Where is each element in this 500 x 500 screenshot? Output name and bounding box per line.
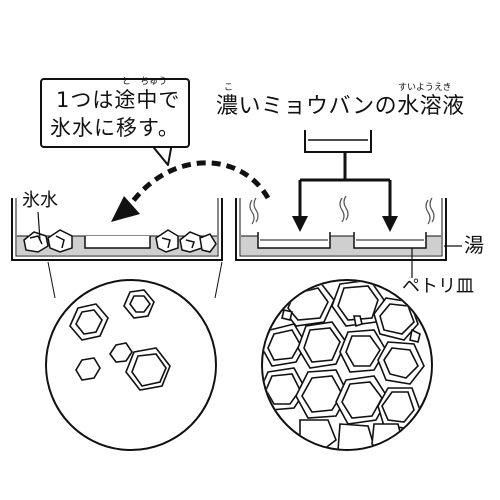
right-magnified-view — [261, 279, 433, 451]
small-crystal-mass — [263, 281, 425, 449]
steam-wisps — [249, 195, 435, 225]
solution-container — [304, 130, 372, 153]
callout-ruby-to: と — [122, 77, 132, 87]
ice-water-leader — [37, 211, 41, 241]
callout-tail — [149, 142, 173, 166]
petri-dish-left — [84, 236, 151, 249]
callout-ruby-chuu: ちゅう — [140, 77, 168, 87]
left-magnified-view — [45, 279, 217, 451]
left-magnifier-connector-a — [47, 261, 56, 299]
ice-water-label: 氷水 — [22, 190, 58, 211]
transfer-arrow-head — [111, 196, 140, 222]
solution-ruby-suiyoueki: すいようえき — [398, 83, 452, 93]
pour-branch-arrows — [298, 152, 392, 220]
callout-line-1: 1つは途中で — [56, 90, 180, 111]
callout-line-1-pre: 1つは — [56, 88, 115, 112]
callout-line-2: 氷水に移す。 — [50, 116, 180, 140]
petri-dish-label: ペトリ皿 — [402, 276, 474, 297]
pour-arrow-head-right — [382, 216, 398, 232]
solution-title: 濃いミョウバンの水溶液 — [216, 96, 465, 118]
left-magnifier-connector-b — [214, 261, 223, 299]
hot-water-label: 湯 — [464, 233, 484, 257]
transfer-dashed-arrow — [127, 160, 271, 207]
callout-kanji-to: 途 — [114, 88, 137, 112]
solution-ruby-ko: こ — [224, 83, 234, 93]
ice-cubes — [23, 229, 217, 253]
large-crystals — [69, 289, 171, 391]
solution-title-kanji: 水溶液 — [397, 94, 465, 119]
callout-line-1-post: で — [158, 88, 181, 112]
callout-box — [40, 78, 190, 148]
pour-arrow-head-left — [292, 216, 308, 232]
callout-kanji-chuu: 中 — [136, 88, 159, 112]
ice-water-tray — [11, 198, 223, 261]
solution-title-main: 濃いミョウバンの — [216, 94, 398, 119]
hot-water-tray — [235, 198, 447, 261]
